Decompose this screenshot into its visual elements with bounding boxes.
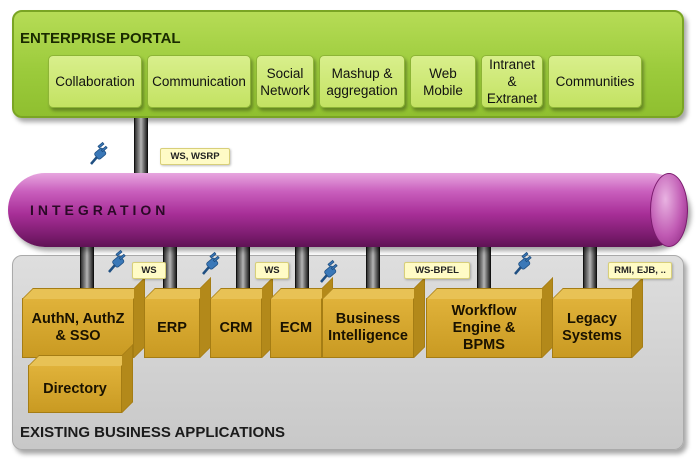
app-erp: ERP — [144, 298, 200, 358]
plug-icon — [108, 249, 126, 273]
protocol-label-rmi-ejb: RMI, EJB, .. — [608, 262, 672, 279]
app-legacy-systems: Legacy Systems — [552, 298, 632, 358]
app-authn-authz-sso: AuthN, AuthZ & SSO — [22, 298, 134, 358]
portal-title: ENTERPRISE PORTAL — [20, 30, 181, 47]
portal-item-communication: Communication — [147, 55, 251, 108]
plug-icon — [514, 251, 532, 275]
integration-bus-end — [650, 173, 688, 247]
plug-icon — [320, 259, 338, 283]
integration-label: INTEGRATION — [30, 202, 170, 218]
protocol-label-ws-bpel: WS-BPEL — [404, 262, 470, 279]
app-workflow-bpms: Workflow Engine & BPMS — [426, 298, 542, 358]
app-business-intelligence: Business Intelligence — [322, 298, 414, 358]
pipe-workflow — [477, 238, 491, 298]
pipe-legacy — [583, 238, 597, 298]
portal-item-collaboration: Collaboration — [48, 55, 142, 108]
portal-item-web-mobile: Web Mobile — [410, 55, 476, 108]
portal-item-social-network: Social Network — [256, 55, 314, 108]
protocol-label-ws: WS — [132, 262, 166, 279]
pipe-crm — [236, 238, 250, 298]
portal-item-intranet-extranet: Intranet & Extranet — [481, 55, 543, 108]
protocol-label-ws: WS — [255, 262, 289, 279]
plug-icon — [202, 251, 220, 275]
pipe-ecm — [295, 238, 309, 298]
pipe-authn — [80, 238, 94, 298]
app-ecm: ECM — [270, 298, 322, 358]
portal-integration-pipe — [134, 118, 148, 183]
app-directory: Directory — [28, 365, 122, 413]
integration-bus — [8, 173, 688, 247]
portal-item-mashup: Mashup & aggregation — [319, 55, 405, 108]
portal-item-communities: Communities — [548, 55, 642, 108]
pipe-bi — [366, 238, 380, 298]
protocol-label-ws-wsrp: WS, WSRP — [160, 148, 230, 165]
app-crm: CRM — [210, 298, 262, 358]
plug-icon — [90, 141, 108, 165]
apps-title: EXISTING BUSINESS APPLICATIONS — [20, 424, 286, 441]
